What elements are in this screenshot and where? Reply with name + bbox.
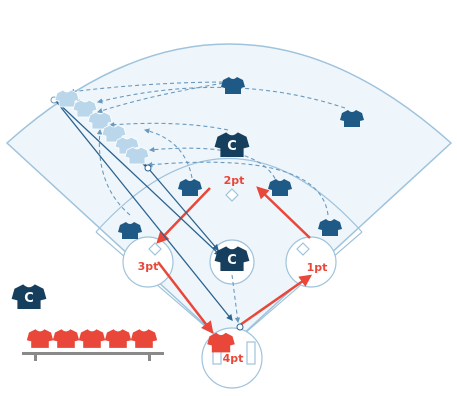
ball-icon <box>236 323 244 331</box>
batter-box-right <box>246 341 256 365</box>
captain-jersey-pitcher: C <box>214 246 250 272</box>
captain-jersey-center-field: C <box>214 132 250 158</box>
jersey-icon <box>26 329 54 348</box>
captain-mark: C <box>227 139 237 154</box>
score-label-third: 3pt <box>138 260 159 273</box>
score-label-first: 1pt <box>307 261 328 274</box>
jersey-icon <box>104 329 132 348</box>
second-base <box>225 188 239 202</box>
infield-arc <box>95 158 363 233</box>
jersey-icon <box>130 329 158 348</box>
away-bench <box>22 329 164 361</box>
jersey-icon <box>78 329 106 348</box>
captain-jersey-legend: C <box>11 284 47 310</box>
scoring-path <box>156 186 313 334</box>
captain-mark: C <box>24 291 34 306</box>
bench <box>22 352 164 355</box>
third-base <box>148 242 162 256</box>
jersey-icon <box>52 329 80 348</box>
captain-mark: C <box>227 253 237 268</box>
score-label-home: 4pt <box>223 352 244 365</box>
ball-icon <box>144 164 152 172</box>
score-label-second: 2pt <box>224 174 245 187</box>
first-base <box>296 242 310 256</box>
